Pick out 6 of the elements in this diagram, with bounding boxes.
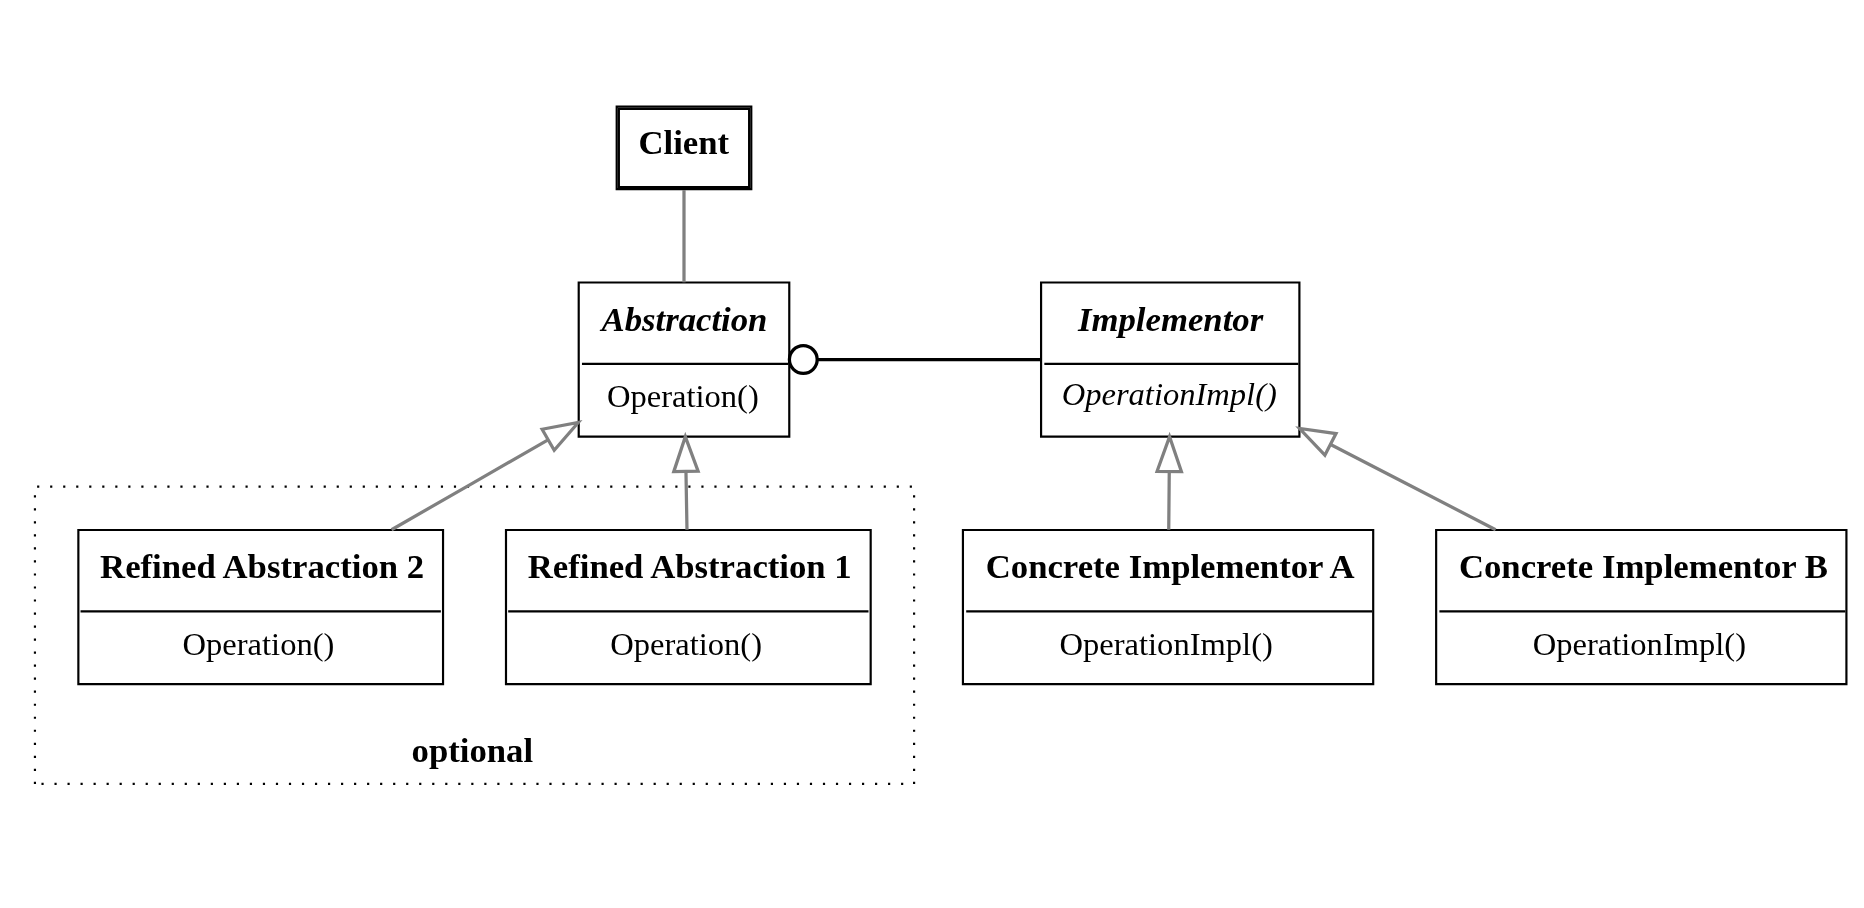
arrow bbox=[1295, 426, 1497, 532]
arrow bbox=[1154, 431, 1184, 530]
connector bbox=[787, 344, 1041, 376]
connector bbox=[682, 190, 686, 283]
arrow bbox=[671, 431, 701, 530]
arrow bbox=[390, 420, 583, 532]
